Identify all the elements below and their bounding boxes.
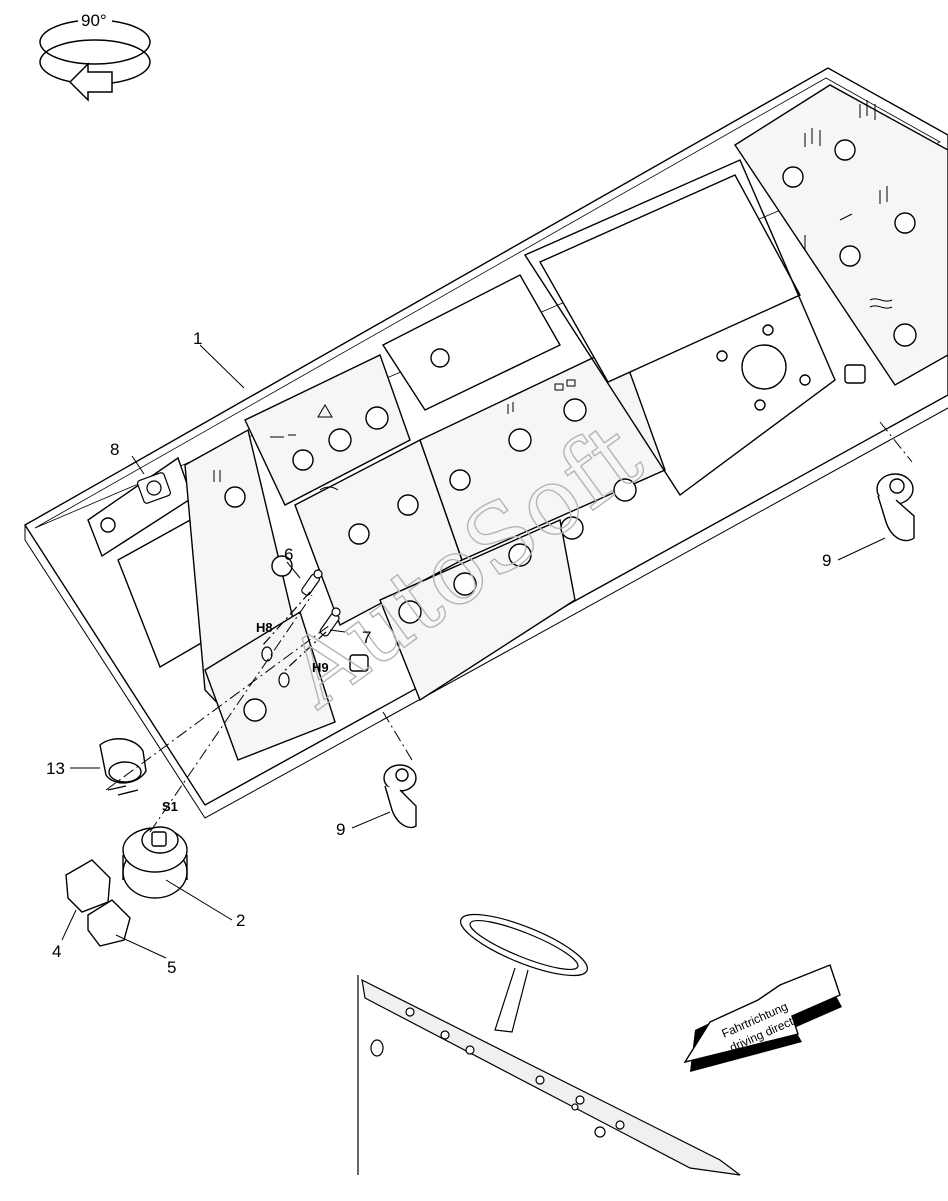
small-switches-icon (65, 859, 131, 947)
panel-buttons (100, 139, 917, 722)
callout-5: 5 (167, 958, 176, 977)
rotation-angle-label: 90° (81, 11, 107, 30)
callout-9-lower: 9 (336, 820, 345, 839)
rotary-knob-right-icon (876, 473, 915, 542)
callout-6: 6 (284, 545, 293, 564)
callout-9-right: 9 (822, 551, 831, 570)
leader-lines (61, 344, 886, 959)
callout-7: 7 (362, 628, 371, 647)
indicator-lights (261, 569, 341, 688)
ignition-switch-icon (122, 826, 188, 899)
bulb-7-icon (319, 607, 341, 637)
callout-2: 2 (236, 911, 245, 930)
callout-13: 13 (46, 759, 65, 778)
callout-8: 8 (110, 440, 119, 459)
rotation-indicator-icon: 90° (39, 10, 151, 102)
cap-13-icon (99, 738, 147, 796)
switch-8-icon (136, 472, 172, 504)
button-symbol-marks (213, 100, 893, 491)
label-h8: H8 (256, 620, 273, 635)
tractor-overview-icon (357, 913, 741, 1176)
guide-lines (105, 421, 913, 833)
driving-direction-arrow: Fahrtrichtung driving direction (683, 964, 842, 1072)
callout-4: 4 (52, 942, 61, 961)
rotary-knob-lower-icon (383, 764, 417, 829)
dashboard-panel (24, 67, 948, 819)
label-h9: H9 (312, 660, 329, 675)
label-s1: S1 (162, 799, 178, 814)
callout-1: 1 (193, 329, 202, 348)
bulb-6-icon (301, 569, 323, 596)
